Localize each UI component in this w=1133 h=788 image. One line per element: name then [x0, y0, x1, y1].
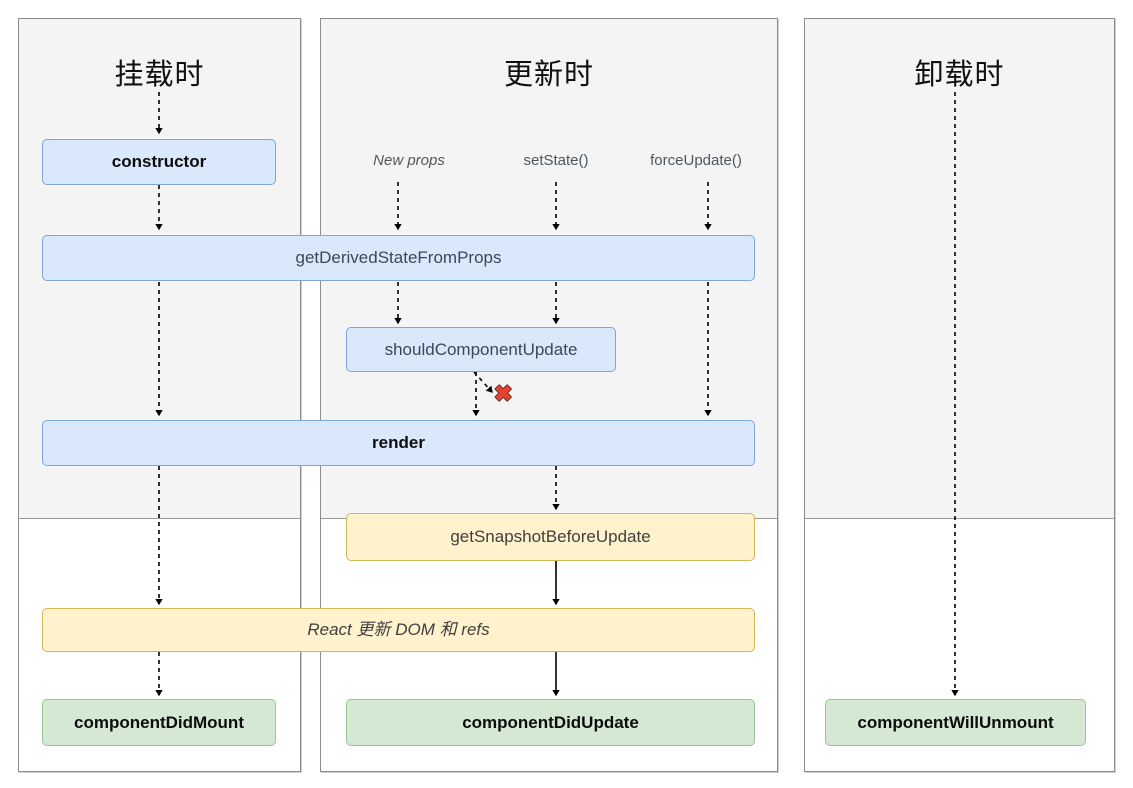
node-get-derived-state-from-props[interactable]: getDerivedStateFromProps	[42, 235, 755, 281]
node-component-did-update[interactable]: componentDidUpdate	[346, 699, 755, 746]
node-get-snapshot-before-update[interactable]: getSnapshotBeforeUpdate	[346, 513, 755, 561]
column-title-unmounting: 卸载时	[914, 59, 1005, 91]
node-should-component-update[interactable]: shouldComponentUpdate	[346, 327, 616, 372]
node-component-did-mount[interactable]: componentDidMount	[42, 699, 276, 746]
reject-cross-icon: ✖	[494, 381, 513, 406]
column-title-mounting: 挂载时	[114, 59, 205, 91]
node-react-updates-dom[interactable]: React 更新 DOM 和 refs	[42, 608, 755, 652]
render-phase-band-unmounting	[805, 19, 1114, 519]
node-render[interactable]: render	[42, 420, 755, 466]
trigger-label-force-update: forceUpdate()	[650, 152, 742, 169]
trigger-label-new-props: New props	[373, 152, 445, 169]
trigger-label-set-state: setState()	[523, 152, 589, 169]
node-component-will-unmount[interactable]: componentWillUnmount	[825, 699, 1086, 746]
column-title-updating: 更新时	[503, 59, 594, 91]
node-constructor[interactable]: constructor	[42, 139, 276, 185]
column-panel-unmounting: 卸载时	[804, 18, 1115, 772]
